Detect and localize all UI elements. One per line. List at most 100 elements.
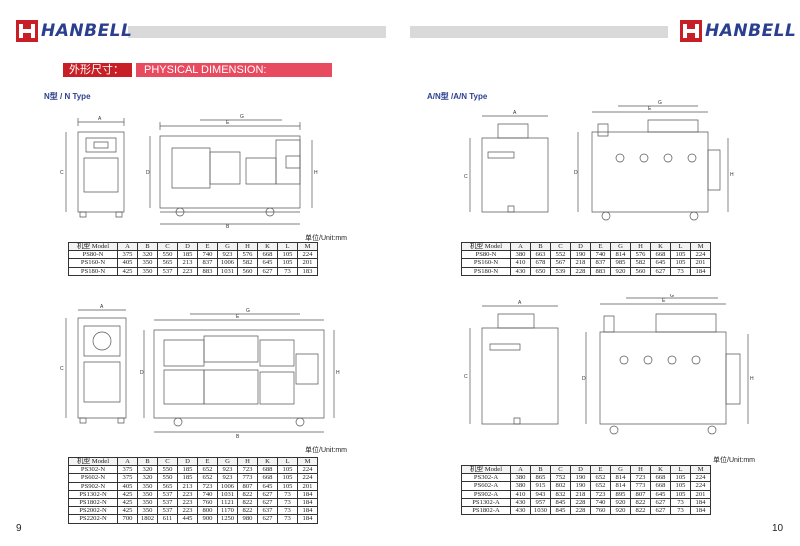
value-cell: 184: [297, 489, 318, 499]
value-cell: 915: [530, 481, 551, 491]
value-cell: 837: [590, 258, 611, 268]
value-cell: 923: [217, 465, 238, 475]
value-cell: 740: [590, 250, 611, 260]
value-cell: 645: [257, 258, 278, 268]
value-cell: 320: [137, 250, 158, 260]
value-cell: 430: [510, 266, 531, 276]
column-header: K: [650, 241, 671, 252]
value-cell: 105: [670, 489, 691, 499]
value-cell: 627: [257, 489, 278, 499]
value-cell: 576: [630, 250, 651, 260]
svg-text:B: B: [226, 224, 230, 230]
value-cell: 822: [630, 497, 651, 507]
value-cell: 201: [297, 481, 318, 491]
value-cell: 105: [670, 473, 691, 483]
value-cell: 105: [277, 258, 298, 268]
column-header: 机型 Model: [461, 241, 511, 252]
column-header: D: [177, 456, 198, 467]
column-header: M: [297, 456, 318, 467]
value-cell: 627: [257, 497, 278, 508]
column-header: E: [197, 456, 218, 467]
svg-text:E: E: [236, 314, 240, 320]
svg-text:H: H: [750, 376, 754, 382]
value-cell: 814: [610, 250, 631, 260]
column-header: C: [550, 241, 571, 252]
column-header: L: [670, 464, 691, 475]
value-cell: 637: [257, 506, 278, 516]
section-title-en: PHYSICAL DIMENSION:: [136, 63, 332, 77]
column-header: A: [117, 456, 138, 467]
column-header: 机型 Model: [68, 456, 118, 467]
left-subtitle: N型 / N Type: [44, 92, 91, 101]
value-cell: 223: [177, 506, 198, 516]
svg-text:D: D: [140, 370, 144, 376]
value-cell: 822: [237, 506, 258, 516]
value-cell: 201: [297, 258, 318, 268]
model-cell: PS1802-N: [68, 497, 118, 508]
value-cell: 668: [650, 473, 671, 483]
value-cell: 537: [157, 489, 178, 499]
value-cell: 184: [690, 266, 711, 276]
value-cell: 445: [177, 514, 198, 524]
value-cell: 73: [277, 266, 298, 276]
value-cell: 920: [610, 505, 631, 516]
value-cell: 405: [117, 258, 138, 268]
model-cell: PS902-A: [461, 489, 511, 499]
value-cell: 380: [510, 250, 531, 260]
value-cell: 645: [650, 489, 671, 499]
value-cell: 773: [237, 473, 258, 483]
value-cell: 550: [157, 473, 178, 483]
value-cell: 565: [157, 481, 178, 491]
svg-text:A: A: [513, 110, 517, 116]
model-cell: PS80-N: [461, 250, 511, 260]
value-cell: 822: [630, 505, 651, 516]
column-header: E: [590, 241, 611, 252]
value-cell: 923: [217, 250, 238, 260]
column-header: G: [217, 456, 238, 467]
value-cell: 883: [197, 266, 218, 276]
svg-text:A: A: [518, 300, 522, 306]
value-cell: 700: [117, 514, 138, 524]
value-cell: 537: [157, 497, 178, 508]
value-cell: 430: [510, 505, 531, 516]
value-cell: 957: [530, 497, 551, 507]
value-cell: 723: [590, 489, 611, 499]
value-cell: 105: [277, 481, 298, 491]
svg-text:C: C: [464, 174, 468, 180]
column-header: L: [277, 241, 298, 252]
brand-logo-left: HANBELL: [16, 20, 132, 42]
value-cell: 185: [177, 465, 198, 475]
value-cell: 213: [177, 258, 198, 268]
value-cell: 185: [177, 473, 198, 483]
value-cell: 224: [690, 481, 711, 491]
brand-name: HANBELL: [41, 21, 133, 41]
value-cell: 228: [570, 497, 591, 507]
hanbell-logo-icon: [16, 20, 38, 42]
value-cell: 652: [197, 465, 218, 475]
column-header: M: [297, 241, 318, 252]
header-bar-right: [410, 26, 668, 38]
hanbell-logo-icon: [680, 20, 702, 42]
model-cell: PS1302-A: [461, 497, 511, 507]
column-header: D: [177, 241, 198, 252]
value-cell: 1121: [217, 497, 238, 508]
svg-text:A: A: [98, 116, 102, 122]
column-header: C: [550, 464, 571, 475]
model-cell: PS160-N: [461, 258, 511, 268]
value-cell: 224: [297, 465, 318, 475]
model-cell: PS2002-N: [68, 506, 118, 516]
page-number-left: 9: [16, 523, 22, 534]
brand-logo-right: HANBELL: [680, 20, 796, 42]
